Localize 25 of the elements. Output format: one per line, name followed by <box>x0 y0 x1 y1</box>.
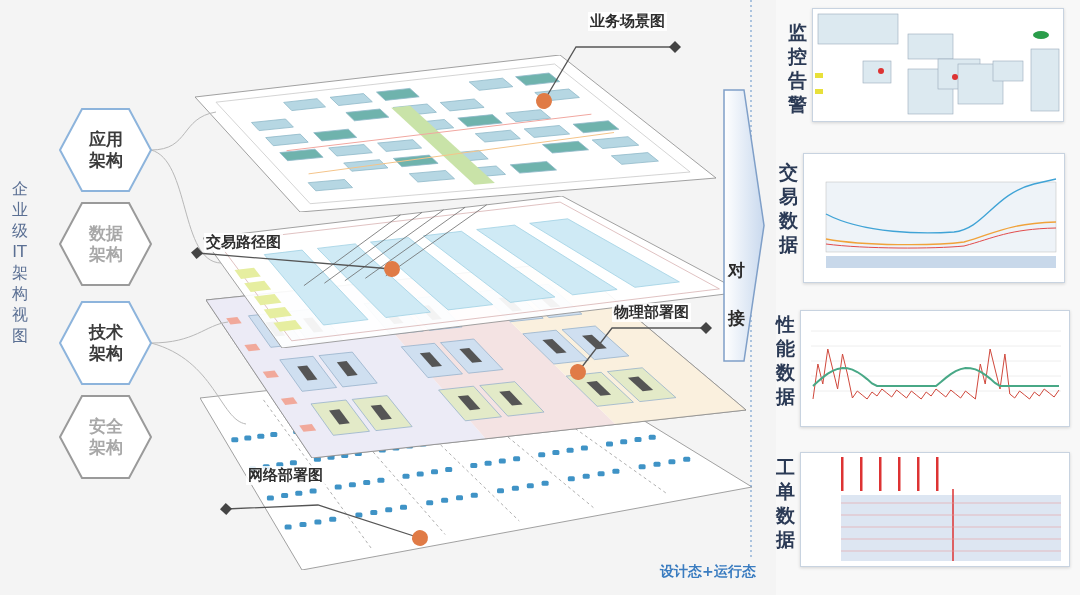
connector-curve <box>150 149 222 264</box>
chevron-label: 对接 <box>728 258 746 330</box>
panel-title: 交易数据 <box>778 160 800 256</box>
callout-label: 物理部署图 <box>612 303 691 322</box>
leader-line <box>220 503 428 546</box>
panel-title: 性能数据 <box>775 312 797 408</box>
hexagon-label: 技术架构 <box>87 322 124 364</box>
screenshot-panel <box>812 8 1064 122</box>
panel-title: 工单数据 <box>775 455 797 551</box>
state-caption: 设计态+运行态 <box>660 563 756 581</box>
panel-title: 监控告警 <box>787 20 809 116</box>
connector-curve <box>150 111 217 151</box>
connector-curve <box>150 342 247 425</box>
callout-label: 业务场景图 <box>588 12 667 31</box>
connector-curve <box>150 321 229 344</box>
leader-line <box>191 247 400 277</box>
screenshot-panel <box>800 452 1070 567</box>
hexagon-label: 安全架构 <box>87 416 124 458</box>
vertical-heading: 企业级IT架构视图 <box>10 178 29 346</box>
hexagon-label: 数据架构 <box>87 223 124 265</box>
screenshot-panel <box>803 153 1065 283</box>
screenshot-panel <box>800 310 1070 427</box>
hexagon-label: 应用架构 <box>87 129 124 171</box>
leader-line <box>570 322 712 380</box>
leader-line <box>536 41 681 109</box>
